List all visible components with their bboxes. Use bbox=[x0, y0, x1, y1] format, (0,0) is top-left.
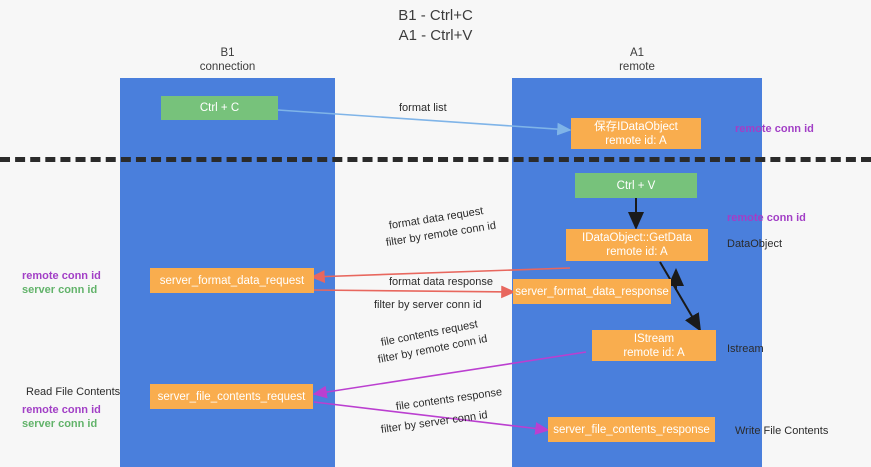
filter-by-text-2: filter by bbox=[374, 299, 413, 311]
node-server-file-contents-response[interactable]: server_file_contents_response bbox=[548, 417, 715, 442]
server-conn-id-text-1: server conn id bbox=[412, 299, 482, 311]
page-title: B1 - Ctrl+C A1 - Ctrl+V bbox=[398, 7, 473, 44]
annotation-remote-conn-id-mid: remote conn id bbox=[727, 212, 806, 224]
node-save-idataobject[interactable]: 保存IDataObject remote id: A bbox=[571, 118, 701, 149]
section-divider bbox=[0, 157, 871, 162]
annotation-read-file-contents: Read File Contents bbox=[26, 386, 121, 398]
annotation-remote-conn-id-top: remote conn id bbox=[735, 123, 814, 135]
edge-label-format-data-response: format data response bbox=[389, 276, 493, 288]
filter-by-text-1: filter by bbox=[385, 231, 425, 249]
annotation-left-server-conn-id-2: server conn id bbox=[22, 418, 98, 430]
annotation-istream: Istream bbox=[727, 343, 764, 355]
filter-by-text-4: filter by bbox=[380, 418, 420, 436]
node-server-file-contents-request[interactable]: server_file_contents_request bbox=[150, 384, 313, 409]
node-ctrl-v[interactable]: Ctrl + V bbox=[575, 173, 697, 198]
node-ctrl-c[interactable]: Ctrl + C bbox=[161, 96, 278, 120]
annotation-left-remote-conn-id: remote conn id bbox=[22, 270, 101, 282]
node-idataobject-getdata[interactable]: IDataObject::GetData remote id: A bbox=[566, 229, 708, 261]
edge-label-format-list: format list bbox=[399, 102, 447, 114]
edge-label-filter-server-1: filter by server conn id bbox=[374, 298, 482, 312]
node-server-format-data-response[interactable]: server_format_data_response bbox=[513, 279, 671, 304]
node-server-format-data-request[interactable]: server_format_data_request bbox=[150, 268, 314, 293]
annotation-dataobject: DataObject bbox=[727, 238, 783, 250]
server-conn-id-text-2: server conn id bbox=[418, 409, 489, 431]
lane-heading-b1: B1 connection bbox=[199, 47, 256, 73]
lane-heading-a1: A1 remote bbox=[619, 47, 655, 73]
annotation-left-server-conn-id: server conn id bbox=[22, 284, 98, 296]
node-istream[interactable]: IStream remote id: A bbox=[592, 330, 716, 361]
annotation-left-remote-conn-id-2: remote conn id bbox=[22, 404, 101, 416]
annotation-write-file-contents: Write File Contents bbox=[735, 425, 829, 437]
